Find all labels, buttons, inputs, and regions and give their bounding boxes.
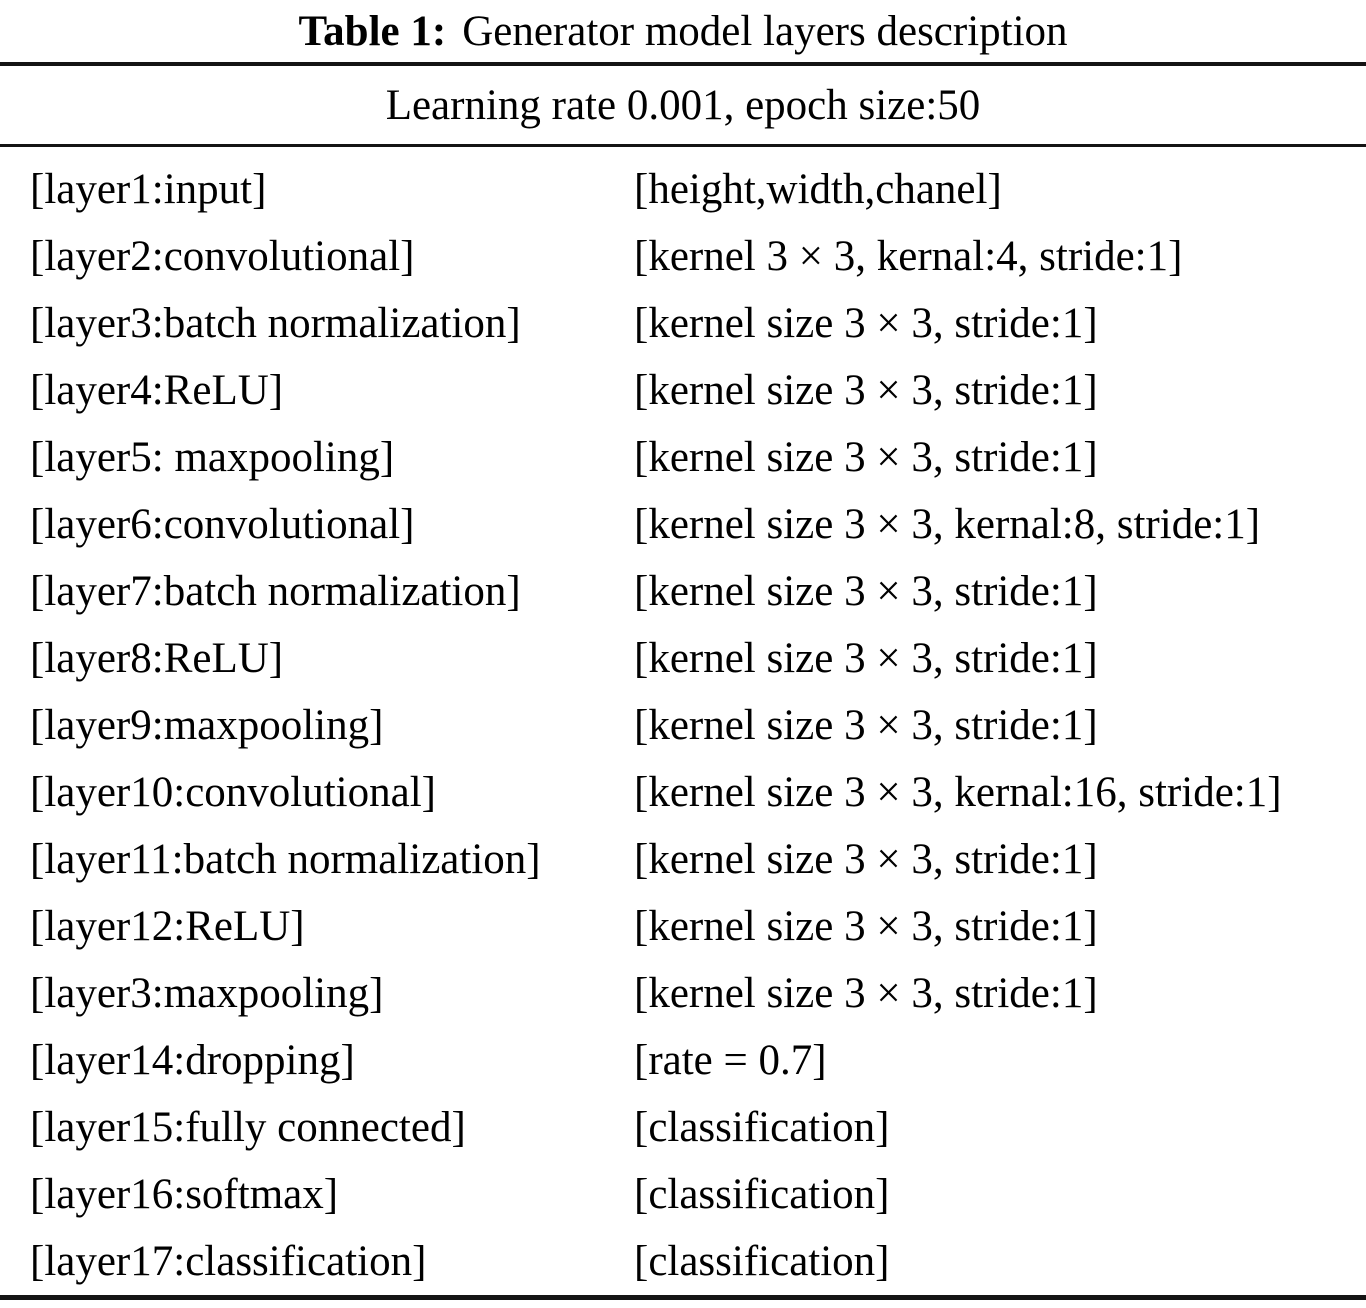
layer-params-cell: [kernel size 3 × 3, stride:1] [634,568,1098,615]
layer-name-cell: [layer14:dropping] [30,1037,355,1084]
table-caption: Table 1: Generator model layers descript… [0,0,1366,62]
table-row: [layer9:maxpooling] [kernel size 3 × 3, s… [0,692,1366,759]
table-row: [layer4:ReLU] [kernel size 3 × 3, stride:… [0,357,1366,424]
layer-params-cell: [kernel 3 × 3, kernal:4, stride:1] [634,233,1183,280]
layer-name-cell: [layer11:batch normalization] [30,836,541,883]
table-row: [layer2:convolutional] [kernel 3 × 3, ker… [0,223,1366,290]
table-row: [layer11:batch normalization] [kernel siz… [0,826,1366,893]
table-row: [layer8:ReLU] [kernel size 3 × 3, stride:… [0,625,1366,692]
layer-name-cell: [layer3:maxpooling] [30,970,384,1017]
table-subheader: Learning rate 0.001, epoch size:50 [0,66,1366,144]
layer-params-cell: [kernel size 3 × 3, kernal:8, stride:1] [634,501,1261,548]
layer-name-cell: [layer7:batch normalization] [30,568,521,615]
table-top-rule [0,62,1366,66]
layer-name-cell: [layer6:convolutional] [30,501,415,548]
table-caption-label: Table 1: [298,7,447,55]
layer-params-cell: [kernel size 3 × 3, stride:1] [634,434,1098,481]
table-caption-title: Generator model layers description [462,7,1068,55]
layer-params-cell: [rate = 0.7] [634,1037,827,1084]
layer-params-cell: [height,width,chanel] [634,166,1002,213]
layer-params-cell: [kernel size 3 × 3, stride:1] [634,635,1098,682]
layer-name-cell: [layer8:ReLU] [30,635,284,682]
table-subheader-text: Learning rate 0.001, epoch size:50 [385,81,981,129]
layer-name-cell: [layer17:classification] [30,1238,427,1285]
table-row: [layer10:convolutional] [kernel size 3 × … [0,759,1366,826]
table-row: [layer17:classification] [classification] [0,1228,1366,1295]
layer-params-cell: [kernel size 3 × 3, stride:1] [634,903,1098,950]
table-row: [layer3:batch normalization] [kernel size… [0,290,1366,357]
table-row: [layer7:batch normalization] [kernel size… [0,558,1366,625]
layer-name-cell: [layer10:convolutional] [30,769,436,816]
layer-name-cell: [layer16:softmax] [30,1171,339,1218]
table-row: [layer5: maxpooling] [kernel size 3 × 3, … [0,424,1366,491]
layer-params-cell: [kernel size 3 × 3, stride:1] [634,300,1098,347]
table-row: [layer3:maxpooling] [kernel size 3 × 3, s… [0,960,1366,1027]
layer-name-cell: [layer15:fully connected] [30,1104,466,1151]
layer-name-cell: [layer5: maxpooling] [30,434,395,481]
table-row: [layer16:softmax] [classification] [0,1161,1366,1228]
table-bottom-rule [0,1295,1366,1300]
layer-name-cell: [layer1:input] [30,166,267,213]
layer-name-cell: [layer2:convolutional] [30,233,415,280]
layer-params-cell: [classification] [634,1171,890,1218]
table-header-rule [0,144,1366,147]
layer-params-cell: [kernel size 3 × 3, stride:1] [634,367,1098,414]
layer-params-cell: [classification] [634,1104,890,1151]
layer-name-cell: [layer4:ReLU] [30,367,284,414]
layer-name-cell: [layer3:batch normalization] [30,300,521,347]
layer-params-cell: [kernel size 3 × 3, stride:1] [634,836,1098,883]
layer-name-cell: [layer9:maxpooling] [30,702,384,749]
layer-params-cell: [kernel size 3 × 3, stride:1] [634,702,1098,749]
table-row: [layer12:ReLU] [kernel size 3 × 3, stride… [0,893,1366,960]
layer-name-cell: [layer12:ReLU] [30,903,305,950]
layer-params-cell: [kernel size 3 × 3, stride:1] [634,970,1098,1017]
table-row: [layer15:fully connected] [classification… [0,1094,1366,1161]
layers-table-body: [layer1:input][height,width,chanel][laye… [0,147,1366,1295]
table-row: [layer14:dropping] [rate = 0.7] [0,1027,1366,1094]
table-row: [layer6:convolutional] [kernel size 3 × 3… [0,491,1366,558]
layer-params-cell: [classification] [634,1238,890,1285]
layer-params-cell: [kernel size 3 × 3, kernal:16, stride:1] [634,769,1282,816]
table-row: [layer1:input] [height,width,chanel] [0,156,1366,223]
